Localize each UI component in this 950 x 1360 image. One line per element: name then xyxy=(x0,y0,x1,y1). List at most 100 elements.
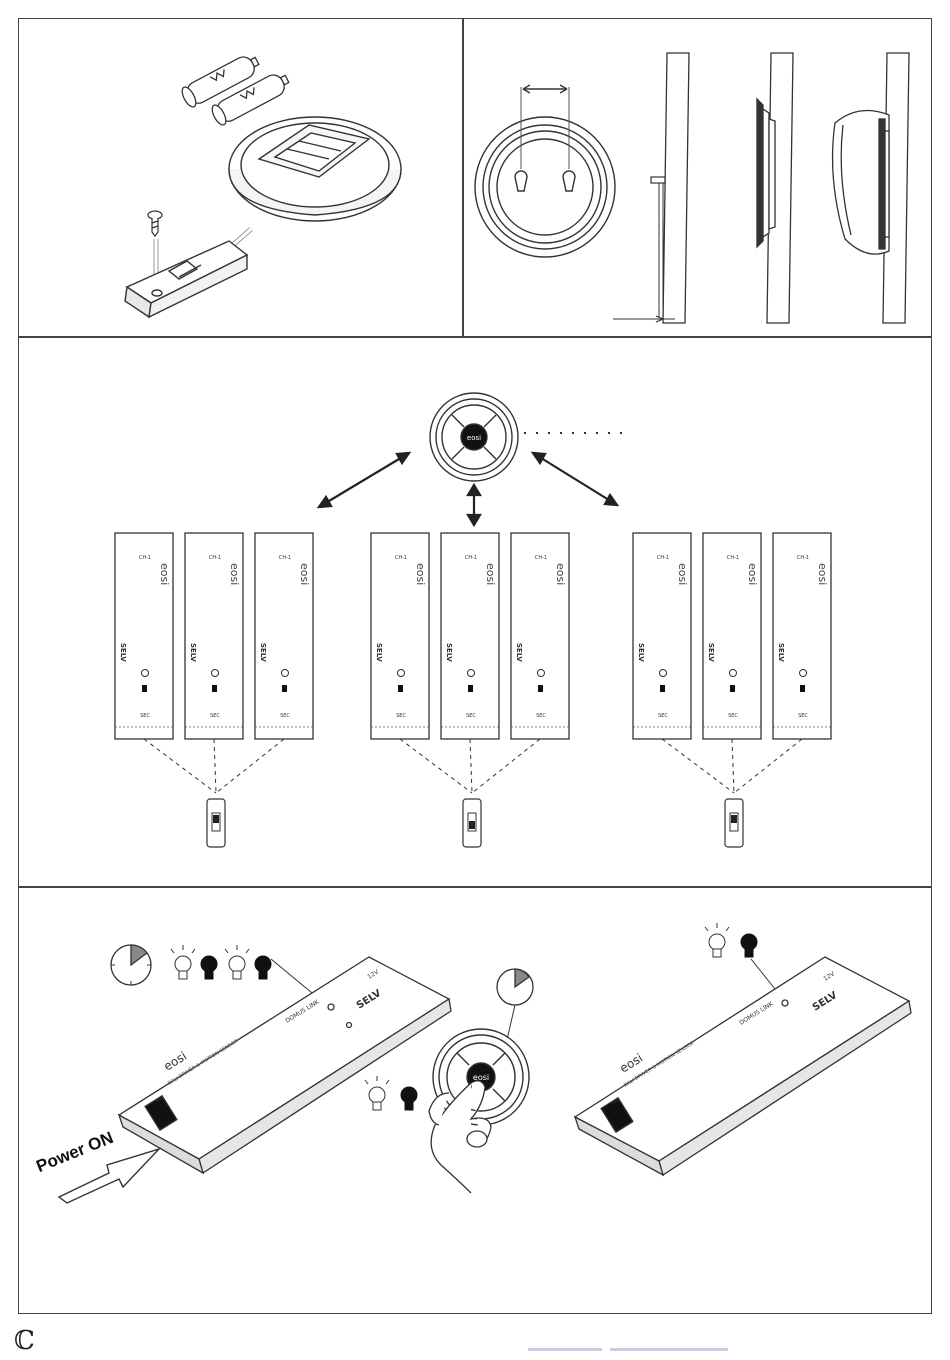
panel-power-on: eosi DALI DRIVER & MOTION SENSOR DOMUS L… xyxy=(18,886,932,1314)
driver-brand-label: eosi xyxy=(676,563,689,585)
driver-ch-label: CH-1 xyxy=(395,555,407,561)
bulb-off-icon xyxy=(200,955,218,980)
remote-brand-label-2: eosi xyxy=(473,1073,489,1082)
panel-battery-install xyxy=(18,18,464,338)
power-on-arrow xyxy=(57,1147,162,1204)
battery-cover xyxy=(124,240,249,319)
connection-line xyxy=(661,738,735,794)
driver-ch-label: CH-1 xyxy=(139,555,151,561)
driver-switch xyxy=(142,685,147,692)
power-on-illustration: eosi DALI DRIVER & MOTION SENSOR DOMUS L… xyxy=(57,923,912,1204)
remote-control xyxy=(429,392,519,482)
bulb-off-icon xyxy=(254,955,272,980)
led-driver-right xyxy=(573,956,912,1177)
connection-line xyxy=(731,738,735,794)
driver-left-pri: PRI xyxy=(155,1095,165,1104)
driver-sec-label: SEC xyxy=(466,713,476,719)
status-led xyxy=(397,669,405,677)
footer-logo: ℂ xyxy=(14,1326,35,1356)
driver-brand-label: eosi xyxy=(816,563,829,585)
driver-ch-label: CH-1 xyxy=(535,555,547,561)
driver-sec-label: SEC xyxy=(798,713,808,719)
driver-brand-label: eosi xyxy=(746,563,759,585)
plate-side-view xyxy=(756,97,776,249)
driver-selv-label: SELV xyxy=(515,643,523,662)
bulb-on-icon xyxy=(224,945,250,980)
screw-icon xyxy=(613,176,675,323)
connection-line xyxy=(469,738,473,794)
wall-switch-icon[interactable] xyxy=(724,798,744,848)
bulb-off-icon xyxy=(740,933,758,958)
driver-sec-label: SEC xyxy=(396,713,406,719)
bulb-off-icon xyxy=(400,1086,418,1111)
driver-right-pri: PRI xyxy=(611,1097,621,1106)
driver-brand-label: eosi xyxy=(554,563,567,585)
driver-switch xyxy=(660,685,665,692)
connection-line xyxy=(215,738,285,794)
driver-ch-label: CH-1 xyxy=(797,555,809,561)
status-led xyxy=(281,669,289,677)
driver-ch-label: CH-1 xyxy=(657,555,669,561)
status-led xyxy=(141,669,149,677)
driver-selv-label: SELV xyxy=(777,643,785,662)
battery-install-illustration xyxy=(124,56,402,319)
driver-sec-label: SEC xyxy=(210,713,220,719)
wall-switch-icon[interactable] xyxy=(206,798,226,848)
driver-switch xyxy=(282,685,287,692)
wall-switch-icon[interactable] xyxy=(462,798,482,848)
connection-line xyxy=(733,738,803,794)
driver-ch-label: CH-1 xyxy=(727,555,739,561)
timer-icon xyxy=(496,968,534,1058)
bulb-sequence xyxy=(170,945,330,1008)
status-led xyxy=(467,669,475,677)
remote-body-back xyxy=(228,116,402,222)
wall-mounting-illustration xyxy=(474,52,910,324)
driver-sec-label: SEC xyxy=(658,713,668,719)
driver-group: CH-1eosiSELVSECCH-1eosiSELVSECCH-1eosiSE… xyxy=(370,532,570,848)
status-led xyxy=(729,669,737,677)
driver-ch-label: CH-1 xyxy=(465,555,477,561)
footer-rule-1 xyxy=(528,1348,602,1351)
remote-back-plate xyxy=(474,84,616,258)
driver-brand-label: eosi xyxy=(414,563,427,585)
remote-brand-label: eosi xyxy=(467,434,481,442)
bulb-on-icon xyxy=(170,945,196,980)
driver-selv-label: SELV xyxy=(637,643,645,662)
pairing-arrows xyxy=(316,451,620,528)
timer-icon xyxy=(110,944,152,986)
driver-brand-label: eosi xyxy=(158,563,171,585)
driver-switch xyxy=(800,685,805,692)
panel-wall-mounting xyxy=(462,18,932,338)
driver-sec-label: SEC xyxy=(140,713,150,719)
connection-line xyxy=(143,738,217,794)
driver-switch xyxy=(468,685,473,692)
remote-side-view xyxy=(831,109,890,255)
battery-icon xyxy=(181,56,290,126)
driver-selv-label: SELV xyxy=(375,643,383,662)
driver-selv-label: SELV xyxy=(189,643,197,662)
status-led xyxy=(537,669,545,677)
driver-selv-label: SELV xyxy=(259,643,267,662)
bulb-on-icon xyxy=(364,1076,390,1111)
status-led xyxy=(799,669,807,677)
hand-icon xyxy=(428,1080,492,1194)
status-led xyxy=(211,669,219,677)
driver-switch xyxy=(730,685,735,692)
driver-brand-label: eosi xyxy=(298,563,311,585)
driver-selv-label: SELV xyxy=(707,643,715,662)
led-driver-left xyxy=(117,956,452,1175)
driver-brand-label: eosi xyxy=(484,563,497,585)
driver-group: CH-1eosiSELVSECCH-1eosiSELVSECCH-1eosiSE… xyxy=(114,532,314,848)
driver-switch xyxy=(538,685,543,692)
